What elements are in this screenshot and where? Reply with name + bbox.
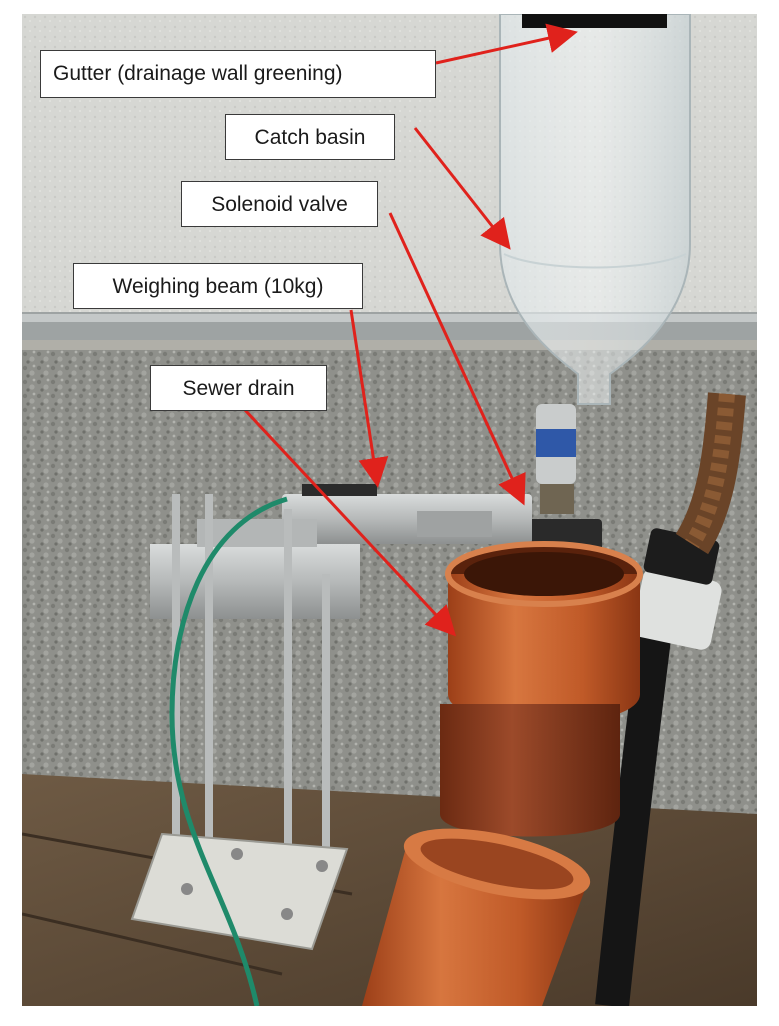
label-weighing-beam: Weighing beam (10kg) (73, 263, 363, 309)
label-sewer-drain: Sewer drain (150, 365, 327, 411)
label-solenoid-valve: Solenoid valve (181, 181, 378, 227)
label-catch-basin: Catch basin (225, 114, 395, 160)
label-gutter: Gutter (drainage wall greening) (40, 50, 436, 98)
photo (22, 14, 757, 1006)
